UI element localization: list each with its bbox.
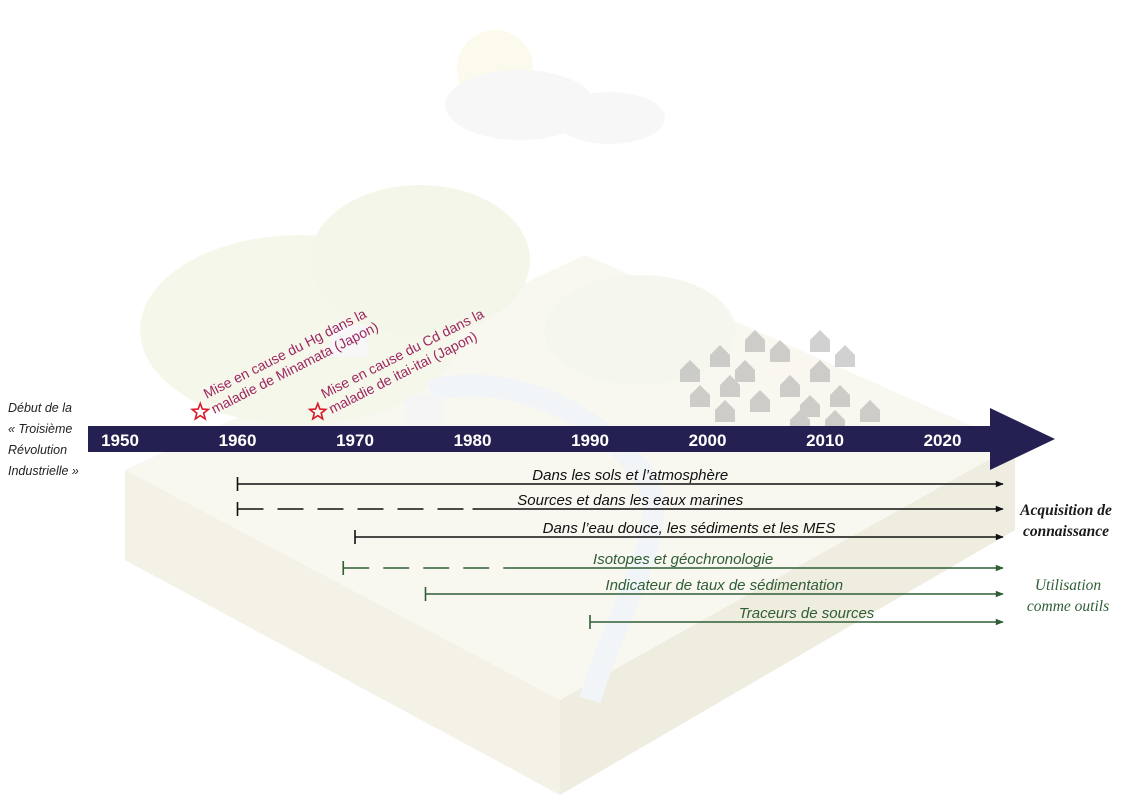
arrow-label: Dans l’eau douce, les sédiments et les M… <box>543 520 836 537</box>
arrow-label: Dans les sols et l’atmosphère <box>532 467 728 484</box>
event-star-icon <box>190 401 211 421</box>
house-icon <box>810 360 830 382</box>
house-icon <box>750 390 770 412</box>
start-label-line: « Troisième <box>8 422 73 436</box>
arrow-label: Traceurs de sources <box>739 605 875 622</box>
start-label-line: Industrielle » <box>8 464 79 478</box>
group-label-line: connaissance <box>1022 523 1110 540</box>
year-label: 1980 <box>454 431 492 450</box>
year-label: 2010 <box>806 431 844 450</box>
house-icon <box>690 385 710 407</box>
house-icon <box>830 385 850 407</box>
research-arrow: Isotopes et géochronologie <box>342 551 1004 575</box>
house-icon <box>745 330 765 352</box>
house-icon <box>770 340 790 362</box>
research-arrow: Dans l’eau douce, les sédiments et les M… <box>354 520 1004 544</box>
group-label-knowledge: Acquisition de connaissance <box>1008 500 1124 542</box>
background-houses <box>680 330 880 432</box>
arrow-label: Isotopes et géochronologie <box>593 551 773 568</box>
house-icon <box>735 360 755 382</box>
house-icon <box>710 345 730 367</box>
research-arrow: Traceurs de sources <box>589 605 1004 629</box>
house-icon <box>780 375 800 397</box>
background-landscape <box>125 30 1015 795</box>
start-label-line: Révolution <box>8 443 68 457</box>
year-label: 1970 <box>336 431 374 450</box>
house-icon <box>715 400 735 422</box>
house-icon <box>835 345 855 367</box>
timeline-arrow <box>88 408 1055 470</box>
group-label-tools: Utilisation comme outils <box>1012 575 1124 617</box>
group-label-line: Acquisition de <box>1020 502 1112 519</box>
event-star-icon <box>307 401 328 421</box>
year-label: 2020 <box>924 431 962 450</box>
year-label: 1990 <box>571 431 609 450</box>
group-label-line: Utilisation <box>1034 577 1102 594</box>
start-label-line: Début de la <box>8 401 72 415</box>
research-arrow: Sources et dans les eaux marines <box>236 492 1004 516</box>
house-icon <box>810 330 830 352</box>
house-icon <box>720 375 740 397</box>
house-icon <box>680 360 700 382</box>
start-label: Début de la « Troisième Révolution Indus… <box>8 398 98 482</box>
house-icon <box>860 400 880 422</box>
research-arrow: Dans les sols et l’atmosphère <box>236 467 1004 491</box>
arrow-label: Indicateur de taux de sédimentation <box>605 577 843 594</box>
year-label: 2000 <box>689 431 727 450</box>
house-icon <box>800 395 820 417</box>
year-label: 1960 <box>219 431 257 450</box>
arrow-label: Sources et dans les eaux marines <box>517 492 743 509</box>
research-arrow: Indicateur de taux de sédimentation <box>424 577 1004 601</box>
group-label-line: comme outils <box>1026 598 1110 615</box>
year-label: 1950 <box>101 431 139 450</box>
timeline-years: 1950 1960 1970 1980 1990 2000 2010 2020 <box>101 431 961 450</box>
